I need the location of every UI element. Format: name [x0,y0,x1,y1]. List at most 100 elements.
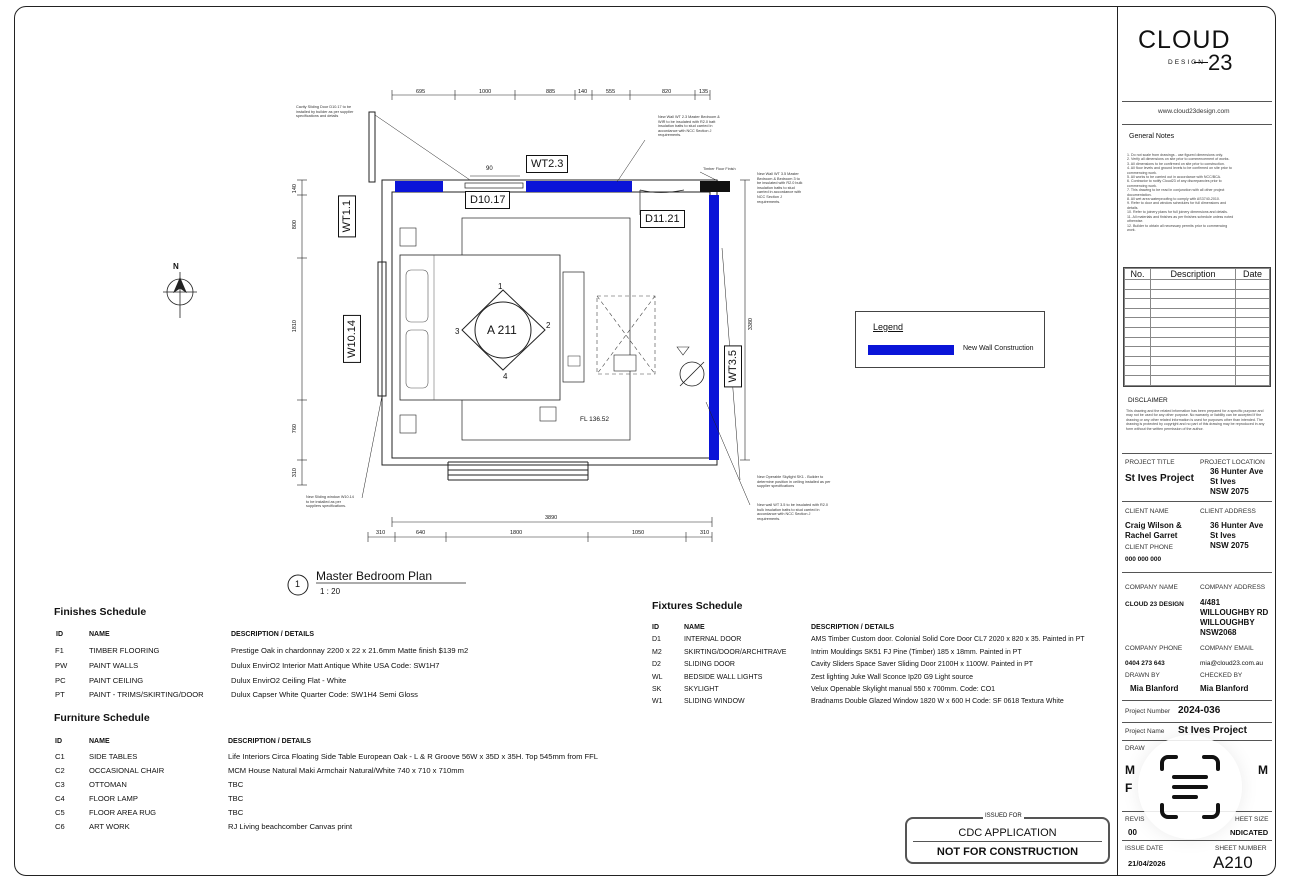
rev-header-desc: Description [1150,268,1236,280]
ottoman [539,406,557,422]
finishes-row-id: F1 [55,646,64,655]
sheet-number: A210 [1213,853,1253,872]
furniture-row-name: ART WORK [89,822,130,831]
finishes-row-id: PW [55,661,68,670]
disclaimer-text: This drawing and the related information… [1126,409,1265,431]
fixtures-row-id: M2 [652,649,662,656]
disclaimer-title: DISCLAIMER [1128,397,1168,404]
north-arrow-icon [163,272,197,318]
project-title-label: PROJECT TITLE [1125,459,1175,466]
section-number-4: 4 [503,372,508,381]
issued-for-label: ISSUED FOR [983,813,1024,819]
legend-box: Legend New Wall Construction [855,311,1045,368]
company-phone: 0404 273 643 [1125,660,1165,667]
finishes-row-name: PAINT WALLS [89,661,139,670]
furniture-row-id: C1 [55,752,65,761]
side-table-top [399,227,417,247]
pillow-1 [405,269,429,323]
bottom-dimension-lines [367,517,713,542]
dim-bottom-5: 310 [700,530,710,536]
project-location-1: 36 Hunter Ave [1210,467,1264,476]
fixtures-row-name: SKIRTING/DOOR/ARCHITRAVE [684,649,787,656]
plan-number: 1 [295,579,301,589]
section-label-a211: A 211 [487,323,517,337]
finishes-row-desc: Dulux EnvirO2 Ceiling Flat - White [231,676,347,685]
drawing-title-fragment-3: F [1125,781,1133,795]
note-new-wall-top: New Wall WT 2.3 Master Bedroom & WIR to … [658,115,720,138]
furniture-row-desc: RJ Living beachcomber Canvas print [228,822,353,831]
dim-bottom-2: 640 [416,530,426,536]
section-number-3: 3 [455,327,460,336]
checked-by: Mia Blanford [1200,684,1249,693]
revision-label: REVIS [1125,816,1145,823]
rev-header-date: Date [1235,268,1270,280]
ottoman-bench [562,271,585,383]
fixtures-row-name: SKYLIGHT [684,686,719,693]
client-phone: 000 000 000 [1125,556,1162,563]
note-new-wall-right: New Wall WT 3.5 Master Bedroom & Bedroom… [757,172,803,204]
plan-number-bubble [287,574,309,596]
dim-left-4: 760 [292,424,298,434]
company-name: CLOUD 23 DESIGN [1125,601,1184,608]
furniture-row-name: SIDE TABLES [89,752,138,761]
fixtures-row-desc: Cavity Sliders Space Saver Sliding Door … [811,661,1034,668]
project-number: 2024-036 [1178,705,1221,716]
project-title: St Ives Project [1125,473,1194,484]
note-sliding-window: New Sliding window W10.14 to be installe… [306,495,354,509]
furniture-row-name: OCCASIONAL CHAIR [89,766,165,775]
furniture-row-name: OTTOMAN [89,780,127,789]
dim-top-1: 695 [416,89,426,95]
furniture-row-id: C6 [55,822,65,831]
north-label: N [173,262,179,271]
right-dimension-line [740,179,750,461]
revision-value: 00 [1128,828,1137,837]
revision-table: No. Description Date [1123,267,1271,387]
note-cavity-slider: Cavity Sliding Door D10.17 to be install… [296,105,354,119]
furniture-title: Furniture Schedule [54,712,150,724]
finishes-row-desc: Dulux EnvirO2 Interior Matt Antique Whit… [231,661,440,670]
dim-left-3: 1810 [292,320,298,333]
finishes-title: Finishes Schedule [54,606,147,618]
dim-bottom-4: 1050 [632,530,645,536]
furniture-header-name: NAME [89,738,110,745]
furniture-row-desc: TBC [228,780,244,789]
finishes-row-id: PC [55,676,66,685]
dim-top-5: 555 [606,89,616,95]
furniture-row-desc: MCM House Natural Maki Armchair Natural/… [228,766,464,775]
issue-date-label: ISSUE DATE [1125,845,1164,852]
drawing-sheet [14,6,1276,876]
sheet-number-label: SHEET NUMBER [1215,845,1267,852]
general-notes-list: 1. Do not scale from drawings - use figu… [1127,153,1234,232]
project-number-label: Project Number [1125,708,1171,715]
client-name-label: CLIENT NAME [1125,508,1169,515]
company-phone-label: COMPANY PHONE [1125,645,1183,652]
furniture-header-id: ID [55,738,62,745]
project-location-label: PROJECT LOCATION [1200,459,1265,466]
finishes-row-desc: Dulux Capser White Quarter Code: SW1H4 S… [231,690,418,699]
dim-left-1: 140 [292,184,298,194]
issued-line1: CDC APPLICATION [958,827,1057,839]
fixtures-header-id: ID [652,624,659,631]
tag-wt11: WT1.1 [338,195,356,238]
door-swing-d1121 [639,189,685,193]
dim-left-5: 310 [292,468,298,478]
door-width-label: 90 [486,166,493,172]
plan-title: Master Bedroom Plan [316,569,433,583]
fixtures-row-name: SLIDING DOOR [684,661,735,668]
client-name-2: Rachel Garret [1125,531,1178,540]
furniture-row-id: C2 [55,766,65,775]
scan-text-icon [1160,755,1220,819]
fixtures-header-name: NAME [684,624,705,631]
dim-bottom-3: 1800 [510,530,523,536]
finishes-row-name: PAINT CEILING [89,676,144,685]
legend-swatch [868,345,954,355]
dim-top-7: 135 [699,89,709,95]
drawing-title-fragment-2: M [1258,763,1268,777]
company-address-3: WILLOUGHBY [1200,618,1255,627]
scan-text-button[interactable] [1138,735,1242,839]
fixtures-row-id: WL [652,674,663,681]
drawn-by: Mia Blanford [1130,684,1179,693]
note-timber-floor: Timber Floor Finish [703,167,736,171]
client-address-label: CLIENT ADDRESS [1200,508,1256,515]
tag-d1017: D10.17 [465,191,511,209]
